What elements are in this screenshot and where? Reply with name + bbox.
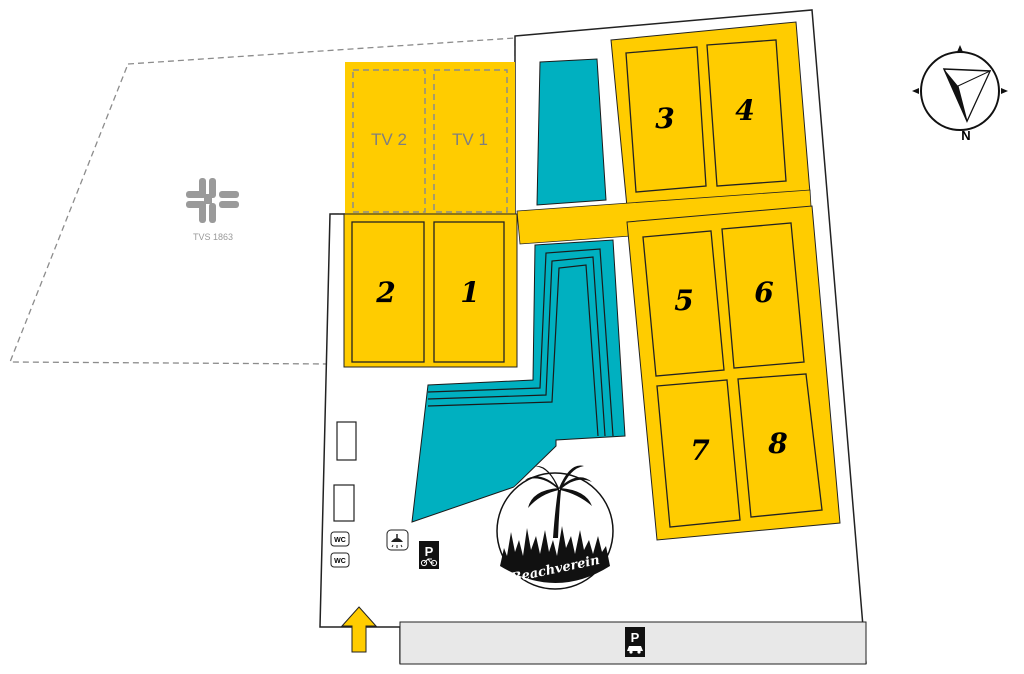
- wc-label-1: WC: [334, 537, 346, 544]
- court-4-label: 4: [735, 94, 754, 127]
- pool-steps: [427, 248, 614, 437]
- court-2-label: 2: [375, 276, 395, 309]
- container-2: [333, 484, 355, 522]
- pool-upper: [536, 58, 607, 206]
- palm-tree-icon: [525, 465, 592, 538]
- court-area-left: [343, 213, 518, 368]
- court-5[interactable]: [642, 230, 725, 377]
- beachverein-logo: Beachverein: [495, 465, 615, 591]
- court-3[interactable]: [625, 46, 707, 193]
- pool-lower: [411, 239, 626, 523]
- court-6[interactable]: [721, 222, 805, 369]
- court-1[interactable]: [433, 221, 505, 363]
- container-1: [336, 421, 357, 461]
- court-7-label: 7: [690, 434, 710, 467]
- court-3-label: 3: [655, 102, 674, 135]
- car-parking-sign: P: [625, 627, 645, 657]
- court-4[interactable]: [706, 39, 787, 187]
- wc-icon-2: WC: [330, 552, 350, 568]
- wc-icon-1: WC: [330, 531, 350, 547]
- court-2[interactable]: [351, 221, 425, 363]
- bicycle-icon: [420, 558, 438, 567]
- entrance-arrow-icon: [340, 606, 378, 653]
- car-icon: [627, 646, 643, 654]
- neighbour-label: TVS 1863: [193, 232, 233, 242]
- bike-parking-sign: P: [419, 541, 439, 569]
- club-emblem-icon: [186, 178, 239, 223]
- court-7[interactable]: [656, 379, 741, 528]
- training-field-tv1-label: TV 1: [452, 130, 488, 149]
- forest-icon: [500, 526, 610, 583]
- compass-north-label: N: [961, 128, 970, 143]
- training-area: [345, 62, 515, 214]
- court-8[interactable]: [737, 373, 823, 518]
- shower-icon: [386, 529, 409, 551]
- compass-icon: N: [912, 45, 1008, 143]
- court-1-label: 1: [460, 276, 479, 309]
- car-parking-label: P: [631, 630, 640, 645]
- training-field-tv1: [433, 69, 508, 213]
- training-field-tv2-label: TV 2: [371, 130, 407, 149]
- court-area-right: [626, 205, 841, 541]
- wc-label-2: WC: [334, 558, 346, 565]
- court-6-label: 6: [754, 276, 773, 309]
- court-8-label: 8: [767, 427, 787, 460]
- court-5-label: 5: [674, 284, 693, 317]
- bike-parking-label: P: [425, 544, 434, 559]
- court-area-top: [610, 21, 811, 208]
- training-field-tv2: [352, 69, 426, 213]
